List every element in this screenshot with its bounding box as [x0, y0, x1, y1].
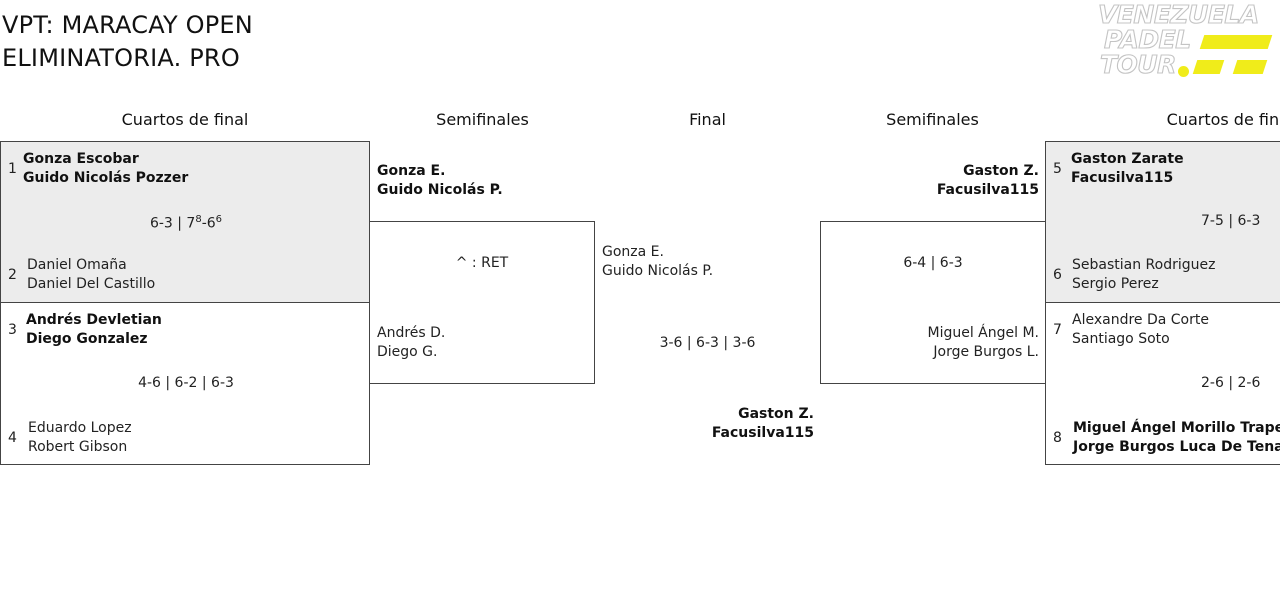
player-name: Guido Nicolás P.	[602, 263, 714, 279]
player-name: Robert Gibson	[28, 439, 128, 455]
logo-yellow-bar-left	[1192, 60, 1225, 74]
round-header-final: Final	[689, 110, 726, 129]
team-sf-right-top: Gaston Z. Facusilva115	[820, 162, 1039, 200]
player-name: Daniel Omaña	[27, 257, 127, 273]
player-name: Guido Nicolás Pozzer	[23, 170, 189, 186]
logo-yellow-bar-right	[1232, 60, 1268, 74]
round-header-semifinals-left: Semifinales	[436, 110, 529, 129]
player-name: Guido Nicolás P.	[377, 182, 503, 198]
seed-number: 3	[8, 322, 17, 338]
tiebreak-score: 8	[195, 214, 202, 225]
player-name: Gaston Z.	[963, 163, 1039, 179]
round-header-semifinals-right: Semifinales	[886, 110, 979, 129]
seed-number: 1	[8, 161, 17, 177]
page-title: VPT: MARACAY OPEN ELIMINATORIA. PRO	[2, 9, 253, 75]
final-score: 3-6 | 6-3 | 3-6	[659, 335, 756, 351]
player-name: Diego G.	[377, 344, 438, 360]
player-name: Diego Gonzalez	[26, 331, 148, 347]
team-sf-left-bottom: Andrés D. Diego G.	[377, 324, 445, 362]
title-line-1: VPT: MARACAY OPEN	[2, 11, 253, 39]
seed-number: 6	[1053, 267, 1062, 283]
player-name: Gonza Escobar	[23, 151, 139, 167]
logo-line-3: TOUR	[1099, 50, 1176, 79]
seed-number: 2	[8, 267, 17, 283]
player-name: Santiago Soto	[1072, 331, 1170, 347]
player-name: Facusilva115	[711, 425, 814, 441]
player-name: Gaston Z.	[738, 406, 814, 422]
tiebreak-score: 6	[215, 214, 223, 225]
player-name: Andrés D.	[377, 325, 446, 341]
match-score: ^ : RET	[455, 255, 509, 271]
match-sf-right: 6-4 | 6-3 Miguel Ángel M. Jorge Burgos L…	[820, 221, 1046, 384]
team-final-bottom: Gaston Z. Facusilva115	[595, 405, 814, 443]
match-score: 6-4 | 6-3	[903, 255, 963, 271]
team-top: Alexandre Da Corte Santiago Soto	[1072, 311, 1209, 349]
player-name: Sebastian Rodriguez	[1072, 257, 1216, 273]
team-sf-right-bottom: Miguel Ángel M. Jorge Burgos L.	[821, 324, 1039, 362]
logo-yellow-dot	[1178, 66, 1189, 77]
match-qf-right-1: 5 Gaston Zarate Facusilva115 7-5 | 6-3 6…	[1045, 141, 1280, 303]
round-header-quarterfinals-right: Cuartos de final	[1166, 110, 1280, 129]
match-qf-right-2: 7 Alexandre Da Corte Santiago Soto 2-6 |…	[1045, 302, 1280, 465]
score-base: 6-3 | 7	[149, 215, 196, 232]
player-name: Andrés Devletian	[26, 312, 162, 328]
logo-line-1: VENEZUELA	[1097, 0, 1259, 29]
logo-yellow-bar-top	[1199, 35, 1273, 49]
team-final-top: Gonza E. Guido Nicolás P.	[602, 243, 713, 281]
venezuela-padel-tour-logo: VENEZUELA PADEL TOUR	[1097, 0, 1278, 82]
title-line-2: ELIMINATORIA. PRO	[2, 44, 240, 72]
seed-number: 7	[1053, 322, 1062, 338]
match-sf-left: ^ : RET Andrés D. Diego G.	[369, 221, 595, 384]
team-top: Andrés Devletian Diego Gonzalez	[26, 311, 162, 349]
team-sf-left-top: Gonza E. Guido Nicolás P.	[377, 162, 503, 200]
match-score: 7-5 | 6-3	[1201, 213, 1261, 229]
player-name: Eduardo Lopez	[28, 420, 132, 436]
team-bottom: Eduardo Lopez Robert Gibson	[28, 419, 132, 457]
player-name: Jorge Burgos Luca De Tena	[1073, 439, 1280, 455]
player-name: Sergio Perez	[1072, 276, 1159, 292]
logo-text: VENEZUELA PADEL TOUR	[1097, 0, 1268, 79]
match-score: 6-3 | 78-66	[1, 214, 371, 232]
score-mid: -6	[201, 215, 216, 232]
player-name: Facusilva115	[1071, 170, 1174, 186]
player-name: Gonza E.	[602, 244, 664, 260]
player-name: Jorge Burgos L.	[933, 344, 1039, 360]
match-qf-left-1: 1 Gonza Escobar Guido Nicolás Pozzer 6-3…	[0, 141, 370, 303]
player-name: Facusilva115	[936, 182, 1039, 198]
match-qf-left-2: 3 Andrés Devletian Diego Gonzalez 4-6 | …	[0, 302, 370, 465]
team-bottom: Sebastian Rodriguez Sergio Perez	[1072, 256, 1215, 294]
team-top: Gaston Zarate Facusilva115	[1071, 150, 1184, 188]
match-score: 2-6 | 2-6	[1201, 375, 1261, 391]
team-top: Gonza Escobar Guido Nicolás Pozzer	[23, 150, 188, 188]
player-name: Miguel Ángel M.	[927, 325, 1039, 341]
round-header-quarterfinals-left: Cuartos de final	[121, 110, 249, 129]
player-name: Miguel Ángel Morillo Traper	[1073, 420, 1280, 436]
logo-line-2: PADEL	[1103, 25, 1191, 54]
team-bottom: Daniel Omaña Daniel Del Castillo	[27, 256, 155, 294]
player-name: Daniel Del Castillo	[27, 276, 156, 292]
player-name: Gonza E.	[377, 163, 446, 179]
player-name: Alexandre Da Corte	[1072, 312, 1209, 328]
seed-number: 5	[1053, 161, 1062, 177]
match-score: 4-6 | 6-2 | 6-3	[138, 375, 234, 391]
seed-number: 8	[1053, 430, 1062, 446]
seed-number: 4	[8, 430, 17, 446]
team-bottom: Miguel Ángel Morillo Traper Jorge Burgos…	[1073, 419, 1280, 457]
player-name: Gaston Zarate	[1071, 151, 1184, 167]
